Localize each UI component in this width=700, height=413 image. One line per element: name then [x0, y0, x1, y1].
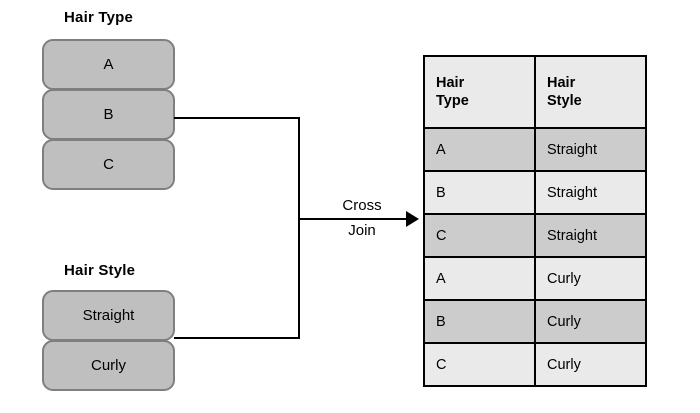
table-row: C Straight [423, 213, 647, 258]
value-box-label: A [103, 56, 114, 73]
cell-hair-type: A [423, 127, 536, 172]
table-row: B Curly [423, 299, 647, 344]
column-header-hair-type: Hair Type [423, 55, 536, 129]
table-row: A Straight [423, 127, 647, 172]
value-stack-hair-type: A B C [42, 39, 175, 190]
column-header-line1: Hair [547, 74, 576, 91]
result-table: Hair Type Hair Style A Straight B Straig… [423, 55, 647, 387]
value-stack-hair-style: Straight Curly [42, 290, 175, 391]
value-box-hair-type-c[interactable]: C [42, 139, 175, 190]
arrow-right-icon [406, 211, 419, 227]
connector-arrow-shaft [298, 218, 410, 220]
table-row: C Curly [423, 342, 647, 387]
cell-hair-type: B [423, 170, 536, 215]
column-header-line2: Style [547, 93, 582, 109]
cell-hair-style: Straight [534, 213, 647, 258]
column-header-line2: Type [436, 93, 469, 109]
value-box-hair-style-curly[interactable]: Curly [42, 340, 175, 391]
cell-hair-type: C [423, 342, 536, 387]
cell-hair-type: B [423, 299, 536, 344]
cell-hair-type: A [423, 256, 536, 301]
value-box-hair-style-straight[interactable]: Straight [42, 290, 175, 341]
table-row: A Curly [423, 256, 647, 301]
operation-label-line1: Cross [342, 197, 382, 214]
operation-label-line2: Join [348, 222, 376, 239]
value-box-label: Curly [90, 357, 126, 374]
column-header-line1: Hair [436, 74, 465, 91]
value-box-label: C [103, 156, 114, 173]
cell-hair-style: Straight [534, 170, 647, 215]
cell-hair-style: Curly [534, 342, 647, 387]
table-row: B Straight [423, 170, 647, 215]
cell-hair-style: Curly [534, 299, 647, 344]
cell-hair-style: Straight [534, 127, 647, 172]
group-title-hair-style: Hair Style [64, 262, 136, 279]
column-header-hair-style: Hair Style [534, 55, 647, 129]
connector-line-from-hair-type [174, 117, 300, 119]
value-box-hair-type-b[interactable]: B [42, 89, 175, 140]
cell-hair-style: Curly [534, 256, 647, 301]
group-title-hair-type: Hair Type [64, 9, 134, 26]
value-box-label: Straight [82, 307, 135, 324]
cell-hair-type: C [423, 213, 536, 258]
table-header-row: Hair Type Hair Style [423, 55, 647, 129]
connector-line-vertical-junction [298, 117, 300, 339]
connector-line-from-hair-style [174, 337, 300, 339]
value-box-hair-type-a[interactable]: A [42, 39, 175, 90]
value-box-label: B [103, 106, 114, 123]
